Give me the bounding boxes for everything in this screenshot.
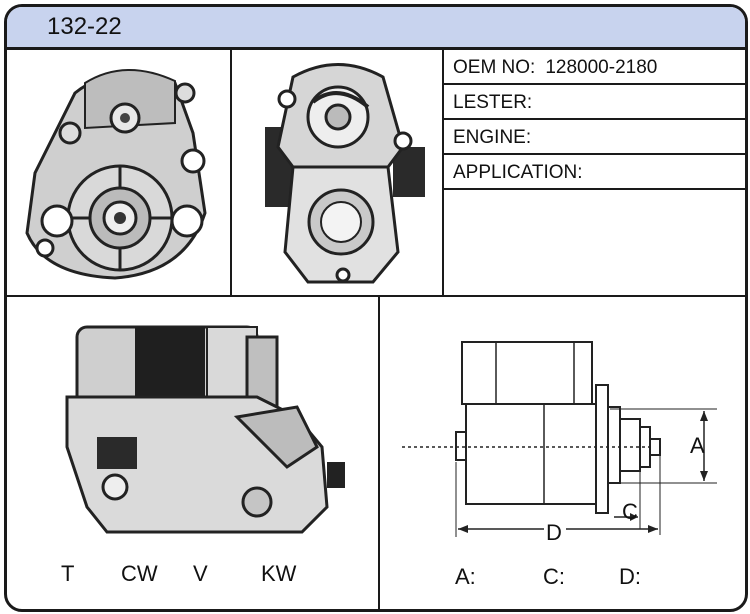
dimension-c-field: C:: [543, 564, 565, 589]
spec-engine: ENGINE:: [453, 127, 541, 149]
rotation-v-label: V: [193, 561, 208, 586]
dimension-d-field: D:: [619, 564, 641, 589]
dimension-diagram: A C D: [402, 341, 717, 545]
spec-value: 128000-2180: [545, 57, 658, 78]
product-card: 132-22 OEM NO: 128000-2180 LESTER: ENGINE…: [4, 4, 748, 612]
spec-line: [442, 118, 745, 120]
rotation-cw-label: CW: [121, 561, 158, 586]
part-number-title: 132-22: [47, 13, 122, 40]
dimension-d-label: D: [546, 520, 562, 545]
divider-middle: [7, 295, 745, 297]
spec-line: [442, 83, 745, 85]
dimension-a-label: A: [690, 433, 705, 458]
spec-label: OEM NO:: [453, 57, 536, 78]
divider-specs: [442, 47, 444, 296]
dimension-c-label: C: [622, 499, 638, 524]
spec-line: [442, 153, 745, 155]
spec-oem: OEM NO: 128000-2180: [453, 57, 657, 79]
spec-label: APPLICATION:: [453, 162, 583, 183]
spec-application: APPLICATION:: [453, 162, 593, 184]
starter-side-photo: [65, 325, 345, 534]
starter-rear-photo: [265, 63, 425, 284]
rotation-kw-label: KW: [261, 561, 297, 586]
starter-front-photo: [25, 69, 207, 280]
divider-photos: [230, 47, 232, 296]
dimension-a-field: A:: [455, 564, 476, 589]
spec-lester: LESTER:: [453, 92, 542, 114]
divider-bottom: [378, 295, 380, 609]
spec-line: [442, 188, 745, 190]
rotation-t-label: T: [61, 561, 75, 586]
spec-label: LESTER:: [453, 92, 533, 113]
spec-label: ENGINE:: [453, 127, 532, 148]
header-bar: 132-22: [7, 7, 745, 50]
